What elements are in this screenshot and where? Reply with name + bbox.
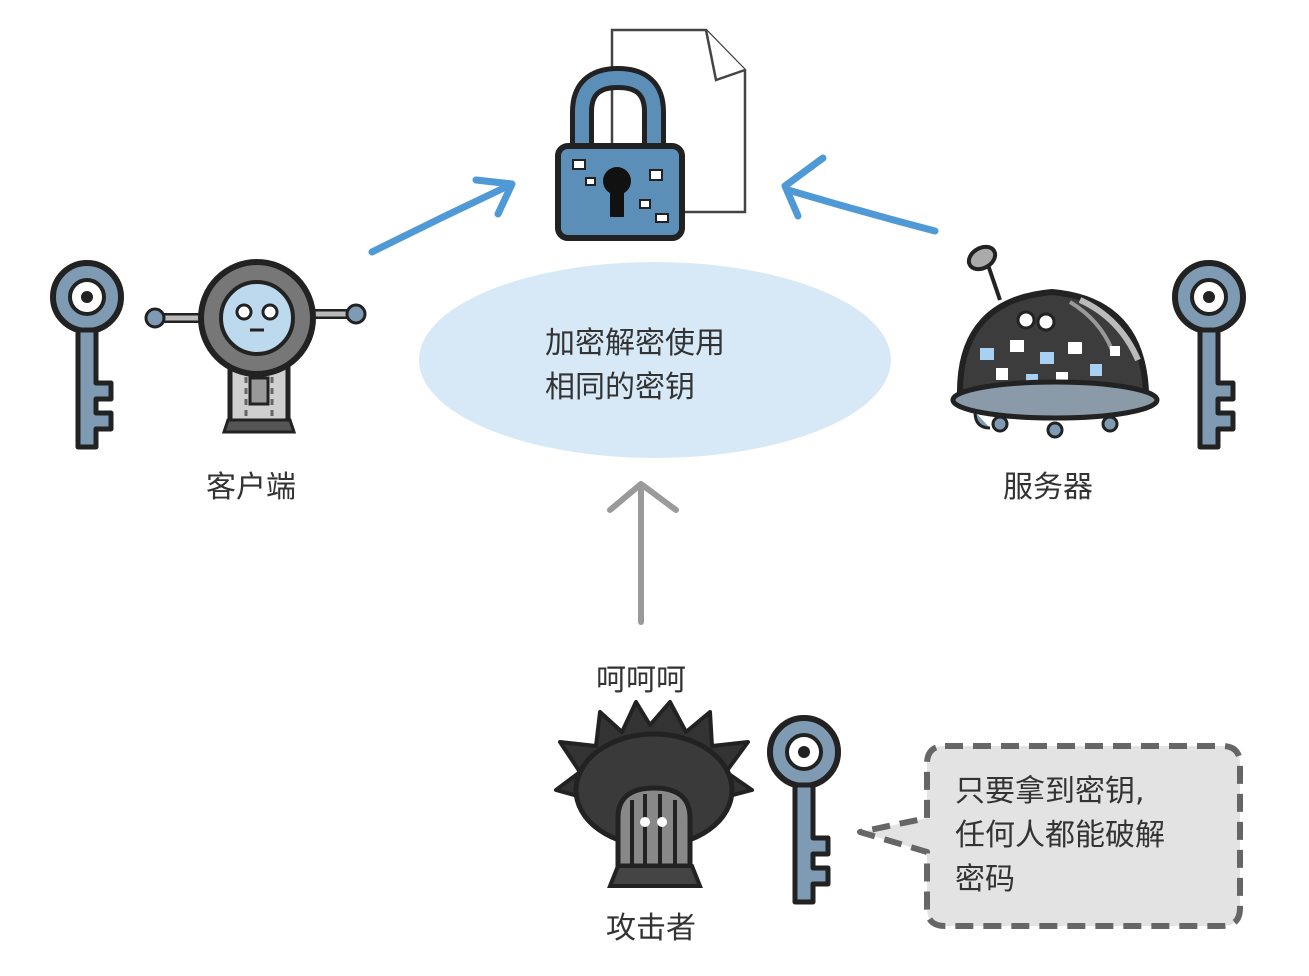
server-key-icon	[1175, 263, 1243, 447]
arrow-client-to-lock	[368, 176, 516, 256]
bubble-text-line-2: 任何人都能破解	[955, 818, 1165, 853]
bubble-text-line-1: 只要拿到密钥,	[955, 774, 1145, 809]
attacker-key-icon	[770, 718, 838, 902]
bubble-text-line-3: 密码	[955, 862, 1015, 897]
ellipse-text-line-2: 相同的密钥	[545, 370, 695, 405]
server-label: 服务器	[1003, 470, 1093, 505]
ellipse-text-line-1: 加密解密使用	[545, 326, 725, 361]
server-robot-icon	[950, 244, 1160, 439]
spiky-attacker-icon	[554, 700, 754, 888]
shared-key-ellipse	[419, 262, 891, 458]
attacker-label: 攻击者	[606, 911, 696, 946]
arrow-server-to-lock	[781, 154, 939, 235]
bubble-text: 只要拿到密钥, 任何人都能破解 密码	[955, 770, 1225, 902]
attacker-laugh: 呵呵呵	[596, 663, 686, 698]
arrow-attacker-to-ellipse	[607, 481, 679, 625]
client-key-icon	[53, 263, 121, 447]
ellipse-text: 加密解密使用 相同的密钥	[545, 322, 845, 410]
robot-icon	[144, 259, 367, 434]
client-label: 客户端	[206, 470, 296, 505]
padlock-icon	[555, 65, 685, 241]
speech-bubble	[857, 743, 1243, 929]
